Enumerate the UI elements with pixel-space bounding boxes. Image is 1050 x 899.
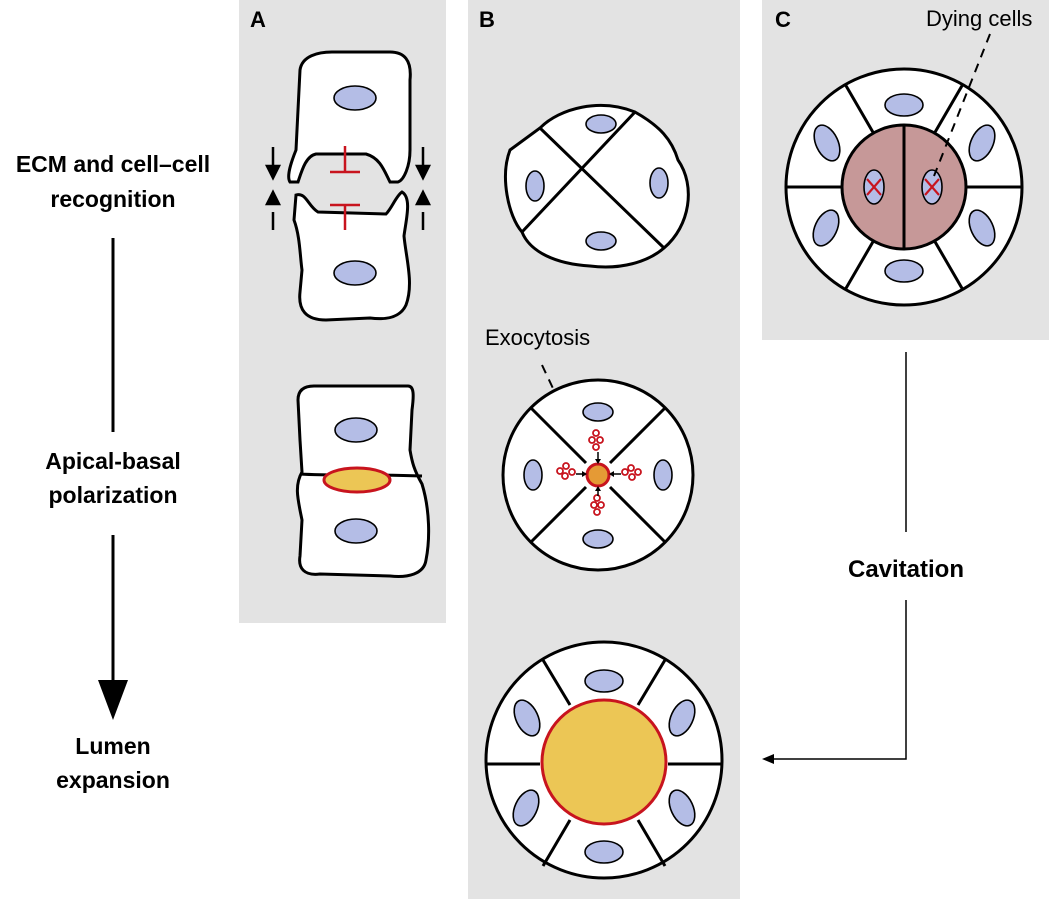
a-doublet-bottom-nucleus [334,518,378,544]
b-exp-nucleus-upper-left [513,699,541,737]
a-approach-arrows [264,147,432,230]
b-exp-nucleus-lower-left [512,789,540,827]
panel-b-letter: B [479,7,495,32]
stage-lumen-label-1: Lumen [75,733,150,759]
cavitation-arrowhead-icon [762,754,774,764]
c-nucleus-top [884,93,924,117]
a-bottom-cell [292,190,411,322]
c-nucleus-lower-right [968,209,996,247]
stage-column: ECM and cell–cell recognition Apical-bas… [16,151,210,793]
b-exp-nucleus-top [584,669,624,693]
cavitation-route: Cavitation [762,352,964,764]
panel-b: B Exocytosis [468,0,740,899]
b-exp-nucleus-upper-right [668,699,696,737]
b-cyst-nucleus-bottom [585,231,617,251]
b-cyst-membrane-2 [520,110,637,234]
cavitation-line-bottom [772,600,907,760]
panel-c-letter: C [775,7,791,32]
a-bottom-nucleus [333,260,377,286]
stage-arrowhead-icon [98,680,128,720]
b-exocytosis-label: Exocytosis [485,325,590,350]
b-exp-nucleus-lower-right [668,789,696,827]
stage-polarization-label-1: Apical-basal [45,448,181,474]
b-exo-nucleus-right [653,459,673,491]
b-exo-nucleus-top [582,402,614,422]
c-nucleus-upper-right [968,124,996,162]
c-dying-cells-label: Dying cells [926,6,1032,31]
cavitation-label: Cavitation [848,556,964,583]
b-cyst-membrane-1 [538,126,666,250]
stage-ecm-label-2: recognition [50,186,175,212]
a-apical-domain [322,466,392,494]
b-expanded-lumen [540,698,668,826]
b-exo-nucleus-bottom [582,529,614,549]
b-cyst-nucleus-right [649,167,669,199]
c-nucleus-upper-left [813,124,841,162]
c-nucleus-bottom [884,259,924,283]
b-exocytosis-membranes [529,406,667,544]
b-cyst-nucleus-top [585,114,617,134]
b-expanded-membranes [486,659,722,867]
stage-polarization-label-2: polarization [48,482,177,508]
c-death-cross-icon [866,178,940,196]
b-cyst-nucleus-left [525,170,545,202]
b-exp-nucleus-bottom [584,840,624,864]
b-nascent-lumen [585,462,611,488]
b-vesicle-clusters [556,429,642,516]
stage-ecm-label-1: ECM and cell–cell [16,151,210,177]
panel-a-letter: A [250,7,266,32]
a-recognition-markers [330,146,360,230]
c-nucleus-lower-left [812,209,840,247]
c-outer-membranes [786,83,1022,291]
b-exo-nucleus-left [523,459,543,491]
a-doublet-top-nucleus [334,417,378,443]
a-top-nucleus [333,85,377,111]
panel-c: C Dying cells [762,0,1049,340]
a-top-cell [287,50,412,184]
b-vesicle-arrowheads-icon [582,459,614,491]
stage-lumen-label-2: expansion [56,767,170,793]
panel-a: A [239,0,446,623]
